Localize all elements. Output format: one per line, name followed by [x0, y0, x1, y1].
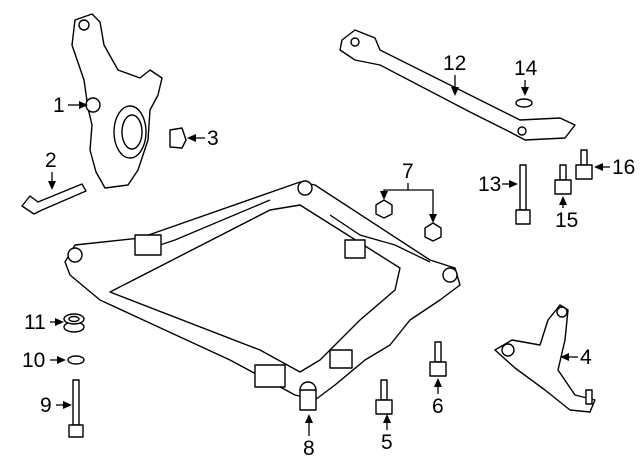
callout-3: 3 — [207, 127, 219, 150]
callout-14: 14 — [514, 57, 538, 80]
callout-15: 15 — [555, 209, 579, 232]
washer-part-10 — [67, 355, 85, 365]
bushing-part-11 — [63, 313, 85, 333]
nut-part-3 — [169, 127, 187, 149]
leader-lines — [48, 75, 610, 436]
bolt-part-2 — [21, 183, 87, 215]
callout-11: 11 — [24, 311, 46, 334]
nut-part-7 — [375, 199, 442, 242]
callout-6: 6 — [432, 395, 444, 418]
lower-control-arm — [494, 304, 596, 413]
callout-10: 10 — [22, 349, 46, 372]
callout-2: 2 — [45, 149, 57, 172]
callout-12: 12 — [443, 52, 467, 75]
bolt-part-5 — [375, 379, 393, 415]
callout-1: 1 — [53, 94, 65, 117]
callout-7: 7 — [402, 160, 414, 183]
bolt-part-15 — [554, 164, 572, 195]
callout-13: 13 — [478, 173, 502, 196]
callout-4: 4 — [580, 346, 592, 369]
subframe — [64, 180, 461, 411]
steering-knuckle — [71, 13, 163, 189]
bolt-part-6 — [429, 341, 447, 377]
washer-part-14 — [515, 98, 533, 108]
bolt-part-16 — [575, 149, 593, 180]
bolt-part-9 — [68, 379, 84, 438]
callout-5: 5 — [381, 431, 393, 454]
brace-part-12 — [339, 29, 576, 141]
callout-9: 9 — [40, 394, 52, 417]
callout-16: 16 — [612, 156, 636, 179]
bolt-part-13 — [515, 164, 531, 225]
callout-8: 8 — [303, 437, 315, 460]
